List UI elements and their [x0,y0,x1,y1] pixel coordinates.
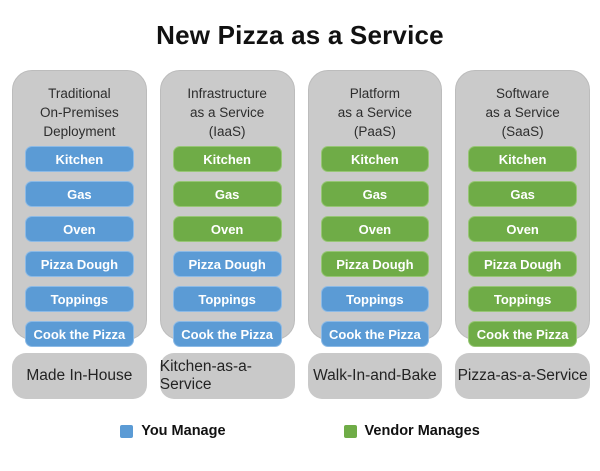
column-header-line: Infrastructure [187,86,267,101]
stack-item-oven: Oven [172,216,282,242]
column-header-line: Traditional [48,86,111,101]
column-header-line: Platform [349,86,400,101]
legend: You Manage Vendor Manages [0,423,600,439]
footer-box-walk-in-and-bake: Walk-In-and-Bake [307,353,443,399]
stack-item-gas: Gas [25,181,134,207]
column-header-line: Deployment [43,124,116,140]
column-header-line: (IaaS) [208,124,246,140]
column-header-line: Software [495,86,550,101]
stack-item-oven: Oven [468,216,577,242]
vendor-manages-swatch-icon [343,424,357,438]
legend-label: You Manage [141,423,226,439]
stack-item-oven: Oven [25,216,134,242]
stack-item-toppings: Toppings [468,286,577,312]
column-header-line: as a Service [189,105,265,121]
column-header-line: (SaaS) [501,124,544,140]
footer-box-kitchen-as-a-service: Kitchen-as-a-Service [159,353,295,399]
stack-item-gas: Gas [320,181,430,207]
legend-entry-vendor-manages: Vendor Manages [343,423,480,439]
stack-item-pizza-dough: Pizza Dough [25,251,134,277]
stack-item-oven: Oven [320,216,430,242]
column-header: Platform as a Service (PaaS) [321,84,430,146]
stack-item-kitchen: Kitchen [172,146,282,172]
column-header-line: as a Service [337,105,413,121]
stack-item-kitchen: Kitchen [25,146,134,172]
stack-item-toppings: Toppings [25,286,134,312]
stack-item-cook-the-pizza: Cook the Pizza [25,321,134,347]
stack-item-pizza-dough: Pizza Dough [320,251,430,277]
column-header-line: (PaaS) [353,124,396,140]
legend-label: Vendor Manages [364,423,480,439]
stack-item-kitchen: Kitchen [468,146,577,172]
you-manage-swatch-icon [120,424,134,438]
stack-item-pizza-dough: Pizza Dough [172,251,282,277]
stack-item-cook-the-pizza: Cook the Pizza [172,321,282,347]
stack-item-cook-the-pizza: Cook the Pizza [468,321,577,347]
legend-entry-you-manage: You Manage [120,423,226,439]
column-header-line: as a Service [485,105,560,121]
column-header: Infrastructure as a Service (IaaS) [173,84,282,146]
stack-item-gas: Gas [468,181,577,207]
stack-item-gas: Gas [172,181,282,207]
stack-item-pizza-dough: Pizza Dough [468,251,577,277]
column-footers-row: Made In-House Kitchen-as-a-Service Walk-In… [0,353,600,399]
column-header-line: On-Premises [39,105,119,121]
stack-item-toppings: Toppings [172,286,282,312]
page-title: New Pizza as a Service [156,20,444,50]
stack-item-cook-the-pizza: Cook the Pizza [320,321,430,347]
column-header: Software as a Service (SaaS) [468,84,577,146]
stack-item-kitchen: Kitchen [320,146,430,172]
footer-box-pizza-as-a-service: Pizza-as-a-Service [455,353,590,399]
footer-box-made-in-house: Made In-House [12,353,147,399]
stack-item-toppings: Toppings [320,286,430,312]
